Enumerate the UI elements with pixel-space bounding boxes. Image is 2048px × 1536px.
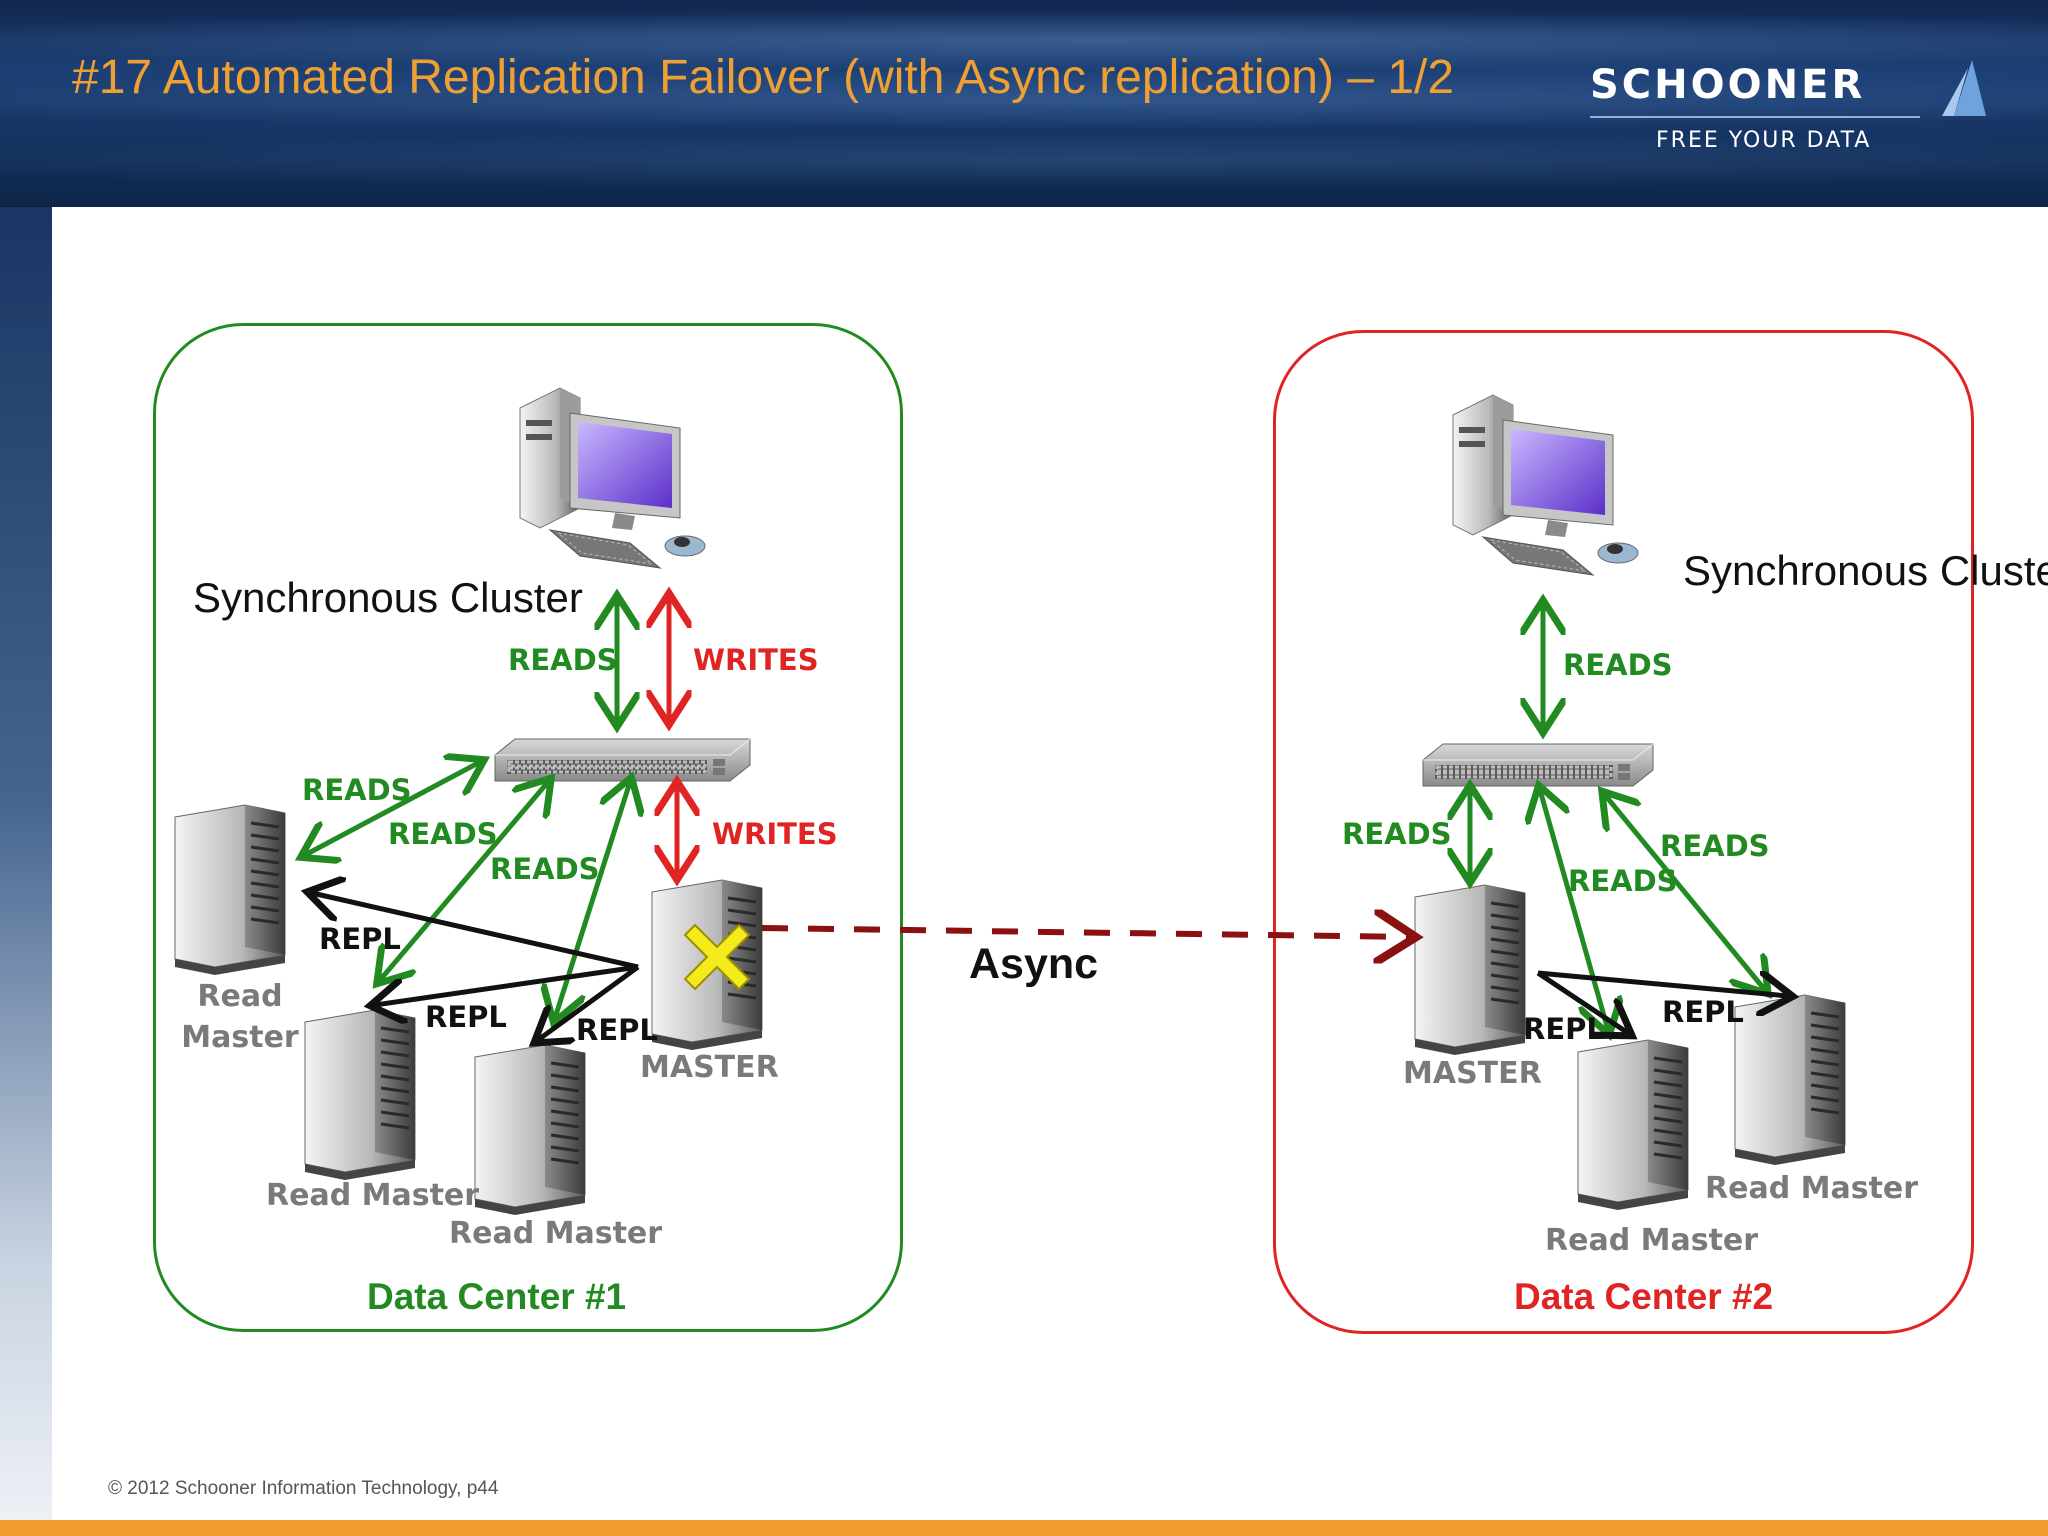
dc1-repl-label: REPL [319, 922, 401, 956]
dc2-switch-reads-arrow [1605, 795, 1765, 990]
dc2-master-label: MASTER [1403, 1056, 1542, 1091]
header-wave [0, 10, 2048, 70]
client-computer-icon [1452, 394, 1639, 576]
async-replication-link [761, 928, 1410, 937]
dc1-repl-arrows [312, 893, 640, 1040]
dc2-repl-label: REPL [1662, 995, 1744, 1029]
logo-wordmark: SCHOONER [1590, 62, 1866, 108]
dc2-name-label: Data Center #2 [1514, 1276, 1774, 1317]
header-wave [0, 70, 2048, 130]
dc1-switch-reads-arrow [380, 782, 548, 980]
dc1-read-master-label: Read Master [266, 1178, 480, 1213]
dc1-cluster-label: Synchronous Cluster [193, 574, 583, 621]
dc1-client-writes-label: WRITES [693, 643, 819, 677]
server-icon-read-master [474, 1044, 586, 1215]
failure-x-icon [683, 923, 751, 991]
server-icon-read-master [174, 804, 286, 975]
dc1-repl-label: REPL [576, 1013, 658, 1047]
data-center-2-box [1273, 330, 1974, 1334]
schooner-logo: SCHOONER FREE YOUR DATA [1590, 60, 1990, 162]
client-computer-icon [519, 387, 706, 569]
dc1-repl-label: REPL [425, 1000, 507, 1034]
dc2-switch-reads-label: READS [1342, 817, 1452, 851]
server-icon-read-master [1577, 1039, 1689, 1210]
dc1-switch-reads-label: READS [302, 773, 412, 807]
logo-tagline: FREE YOUR DATA [1656, 128, 1872, 153]
dc2-client-reads-label: READS [1563, 648, 1673, 682]
logo-underline [1590, 116, 1920, 118]
header-wave [0, 130, 2048, 190]
server-icon-read-master [1734, 994, 1846, 1165]
dc1-master-label: MASTER [640, 1050, 779, 1085]
dc2-read-master-label: Read Master [1545, 1223, 1759, 1258]
dc2-cluster-label: Synchronous Cluster [1683, 547, 2048, 594]
server-icon-read-master [304, 1009, 416, 1180]
dc1-client-reads-label: READS [508, 643, 618, 677]
network-switch-icon [1422, 743, 1654, 787]
dc2-repl-arrows [1536, 970, 1788, 1033]
sail-icon [1942, 60, 1986, 116]
slide-title: #17 Automated Replication Failover (with… [72, 51, 1455, 104]
dc1-name-label: Data Center #1 [367, 1276, 627, 1317]
left-edge-decoration [0, 207, 52, 1527]
dc2-switch-reads-label: READS [1660, 829, 1770, 863]
dc1-read-master-label: Read Master [449, 1216, 663, 1251]
dc2-read-master-label: Read Master [1705, 1171, 1919, 1206]
dc2-switch-reads-arrow [1540, 790, 1608, 1030]
dc1-master-writes-label: WRITES [712, 817, 838, 851]
network-switch-icon [494, 738, 751, 782]
async-label: Async [969, 940, 1099, 988]
dc2-switch-reads-label: READS [1568, 864, 1678, 898]
dc1-switch-reads-label: READS [490, 852, 600, 886]
slide-header: #17 Automated Replication Failover (with… [0, 0, 2048, 207]
bottom-accent-bar [0, 1520, 2048, 1536]
dc1-read-master-label: Read Master [181, 979, 299, 1055]
server-icon-master [1414, 884, 1526, 1055]
dc2-repl-label: REPL [1523, 1012, 1605, 1046]
data-center-1-box [153, 323, 903, 1332]
dc1-switch-reads-label: READS [388, 817, 498, 851]
slide-footer: © 2012 Schooner Information Technology, … [108, 1478, 499, 1499]
